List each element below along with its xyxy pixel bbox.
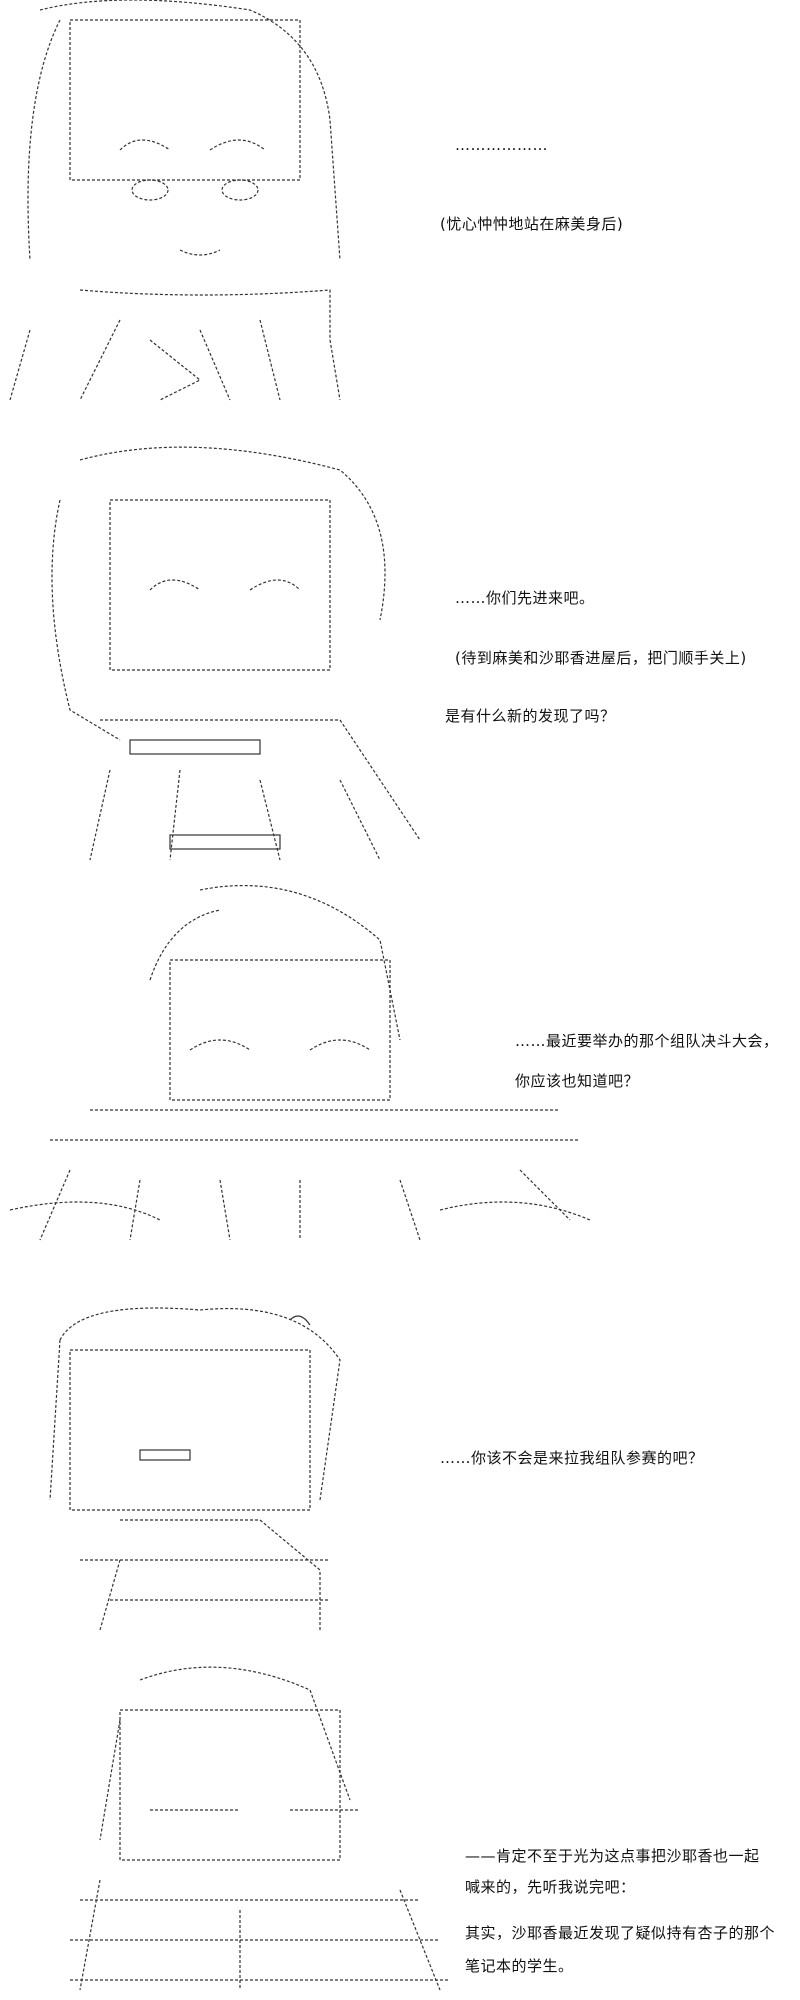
dialogue-line: 你应该也知道吧？: [515, 1072, 640, 1090]
dialogue-line: ……你们先进来吧。: [455, 589, 595, 607]
dialogue-line: 喊来的，先听我说完吧：: [465, 1878, 636, 1896]
ascii-art-girl-worried: [0, 0, 360, 410]
dialogue-line: ……最近要举办的那个组队决斗大会，: [515, 1032, 779, 1050]
ascii-art-girl-crouched: [40, 1660, 460, 2000]
ascii-art-girl-door: [40, 440, 440, 880]
dialogue-line: 笔记本的学生。: [465, 1957, 574, 1975]
dialogue-line: ……你该不会是来拉我组队参赛的吧？: [440, 1449, 704, 1467]
narration-line: (待到麻美和沙耶香进屋后，把门顺手关上): [455, 649, 747, 667]
dialogue-line: ………………: [455, 136, 548, 154]
ascii-art-girl-short-hair: [40, 1300, 360, 1640]
dialogue-line: ——肯定不至于光为这点事把沙耶香也一起: [465, 1847, 760, 1865]
ascii-art-girl-table: [0, 880, 600, 1260]
narration-line: (忧心忡忡地站在麻美身后): [440, 215, 624, 233]
dialogue-line: 是有什么新的发现了吗？: [445, 707, 616, 725]
dialogue-line: 其实，沙耶香最近发现了疑似持有杏子的那个: [465, 1924, 776, 1942]
